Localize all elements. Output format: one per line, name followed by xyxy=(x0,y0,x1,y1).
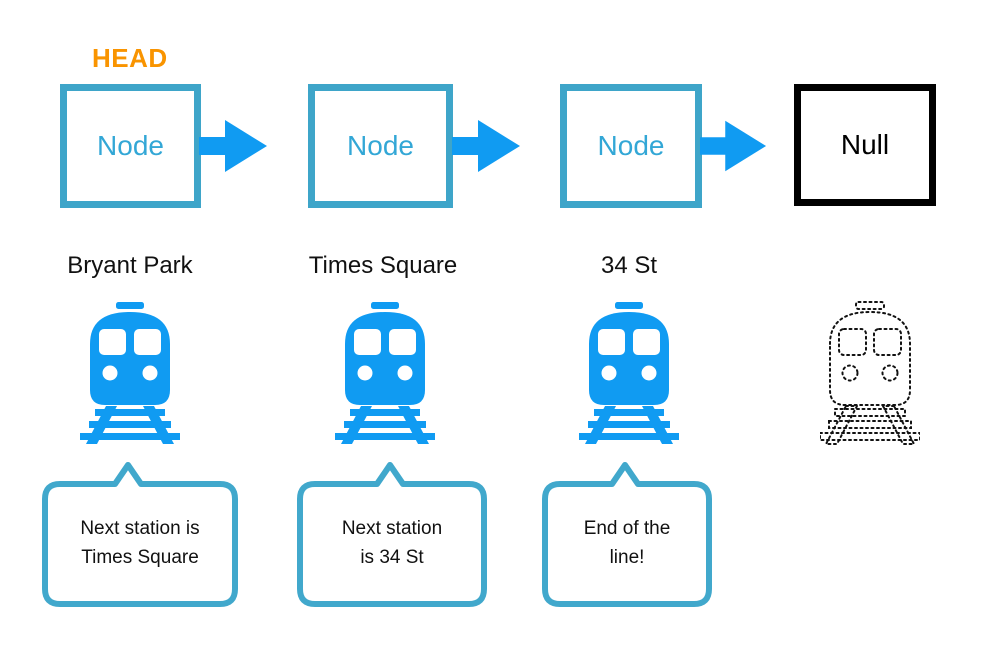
node-box-2: Node xyxy=(308,84,453,208)
bubble-line: is 34 St xyxy=(360,547,424,568)
node-label: Node xyxy=(597,130,665,161)
node-box-1: Node xyxy=(60,84,201,208)
node-label: Node xyxy=(97,130,164,161)
head-label: HEAD xyxy=(92,43,168,73)
bubble-line: Next station is xyxy=(80,518,200,539)
train-icon xyxy=(579,302,679,444)
null-label: Null xyxy=(840,129,890,160)
bubble-line: Times Square xyxy=(81,547,199,568)
node-box-3: Node xyxy=(560,84,702,208)
arrow-right-icon xyxy=(199,120,267,172)
bubble-line: Next station xyxy=(341,518,443,539)
train-icon xyxy=(80,302,180,444)
node-label: Node xyxy=(347,130,414,161)
speech-bubble-outline xyxy=(42,462,238,607)
speech-bubble-outline xyxy=(297,462,487,607)
bubble-text: Next station is 34 St xyxy=(297,482,487,604)
arrow-right-icon xyxy=(452,120,520,172)
bubble-line: line! xyxy=(609,547,645,568)
train-outline-icon xyxy=(820,301,920,445)
train-icon xyxy=(335,302,435,444)
bubble-text: End of the line! xyxy=(542,482,712,604)
arrow-right-icon xyxy=(700,120,767,172)
station-label-34-st: 34 St xyxy=(600,252,658,279)
station-label-bryant-park: Bryant Park xyxy=(67,252,193,279)
bubble-text: Next station is Times Square xyxy=(42,482,238,604)
speech-bubble-times-square: Next station is 34 St xyxy=(297,462,487,607)
station-label-times-square: Times Square xyxy=(308,252,458,279)
speech-bubble-outline xyxy=(542,462,712,607)
bubble-line: End of the xyxy=(583,518,671,539)
speech-bubble-34-st: End of the line! xyxy=(542,462,712,607)
speech-bubble-bryant-park: Next station is Times Square xyxy=(42,462,238,607)
null-box: Null xyxy=(794,84,936,206)
